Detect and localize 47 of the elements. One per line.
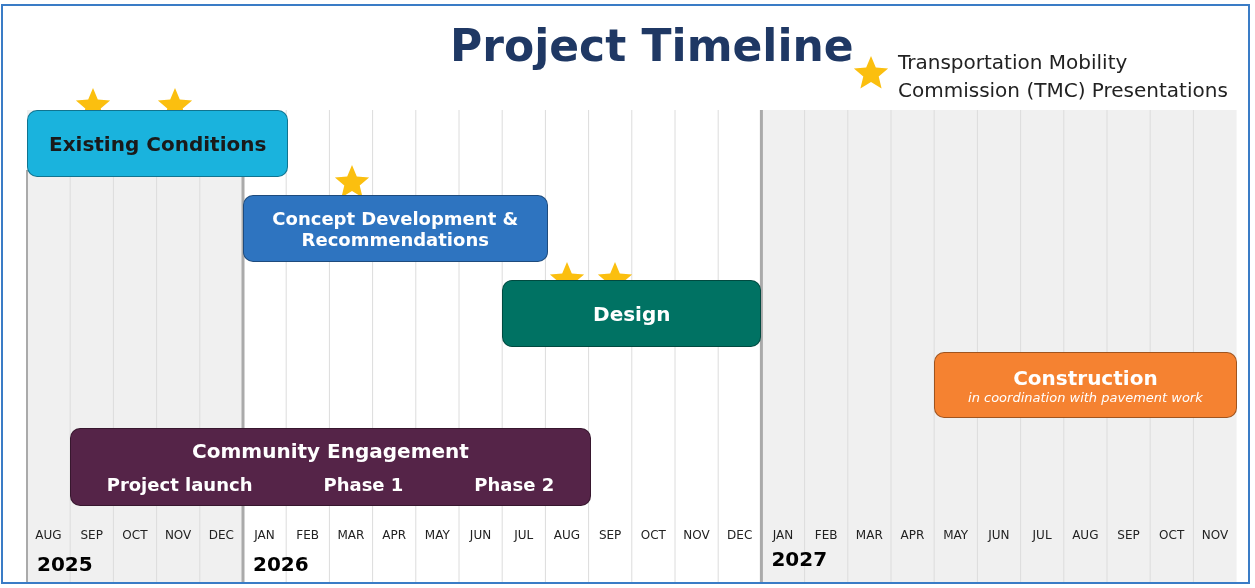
title: Project Timeline [450, 20, 854, 71]
month-label: APR [381, 528, 407, 542]
month-label: NOV [1200, 528, 1230, 542]
month-label: APR [899, 528, 926, 542]
month-label: JUN [468, 528, 493, 542]
phase-label: Project launch [106, 473, 253, 495]
bar-label: Design [593, 301, 671, 326]
year-label: 2026 [253, 552, 309, 576]
bar-subtitle: in coordination with pavement work [968, 389, 1203, 405]
month-label: JAN [252, 528, 276, 542]
bar-label: Concept Development & Recommendations [271, 207, 520, 250]
month-label: AUG [1071, 528, 1100, 542]
bar-label: Construction [1013, 365, 1158, 390]
year-label: 2027 [771, 547, 828, 571]
phase-bar [27, 110, 289, 177]
month-label: MAR [336, 528, 366, 542]
month-label: NOV [163, 528, 193, 542]
month-label: SEP [1116, 528, 1141, 542]
month-label: DEC [207, 528, 235, 542]
year-label: 2025 [37, 552, 93, 576]
phase-bar [70, 428, 591, 506]
phase-bar [243, 195, 548, 262]
phase-label: Phase 1 [323, 473, 404, 495]
month-label: JUN [986, 528, 1011, 542]
month-label: FEB [295, 528, 321, 542]
phase-bar [934, 352, 1237, 418]
bar-label: Existing Conditions [49, 131, 267, 156]
month-label: OCT [639, 528, 667, 542]
phase-label: Phase 2 [474, 473, 555, 495]
bar-heading: Community Engagement [192, 439, 469, 464]
month-label: FEB [813, 528, 839, 542]
month-label: SEP [597, 528, 623, 542]
month-label: NOV [682, 528, 711, 542]
month-label: DEC [726, 528, 754, 542]
month-label: AUG [34, 528, 63, 542]
phase-bar [502, 280, 762, 347]
month-label: OCT [1158, 528, 1186, 542]
legend-text: Transportation Mobility Commission (TMC) Presentations [898, 49, 1229, 104]
month-label: SEP [79, 528, 104, 542]
month-label: OCT [121, 528, 149, 542]
month-label: JAN [771, 528, 795, 542]
month-label: AUG [552, 528, 582, 542]
month-label: JUL [512, 528, 535, 542]
month-label: MAY [423, 528, 451, 542]
month-label: MAY [942, 528, 970, 542]
month-label: MAR [854, 528, 884, 542]
month-label: JUL [1031, 528, 1053, 542]
